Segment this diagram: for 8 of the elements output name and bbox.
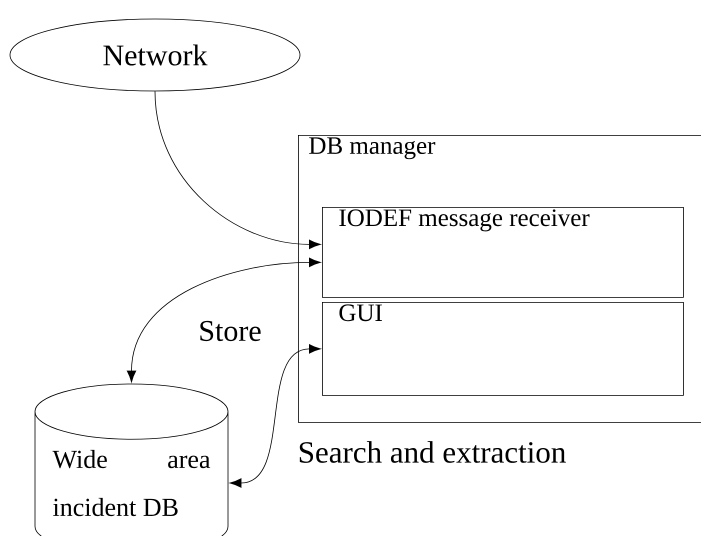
edge-label: Search and extraction [296, 440, 568, 464]
component-box: IODEF message receiver [322, 207, 684, 298]
component-box: GUI [322, 302, 684, 396]
arrow [230, 344, 321, 488]
arrow [126, 258, 321, 382]
edge-label: Store [197, 320, 263, 342]
arrow [154, 91, 321, 250]
database-cylinder: Wide area incident DB [34, 384, 228, 536]
